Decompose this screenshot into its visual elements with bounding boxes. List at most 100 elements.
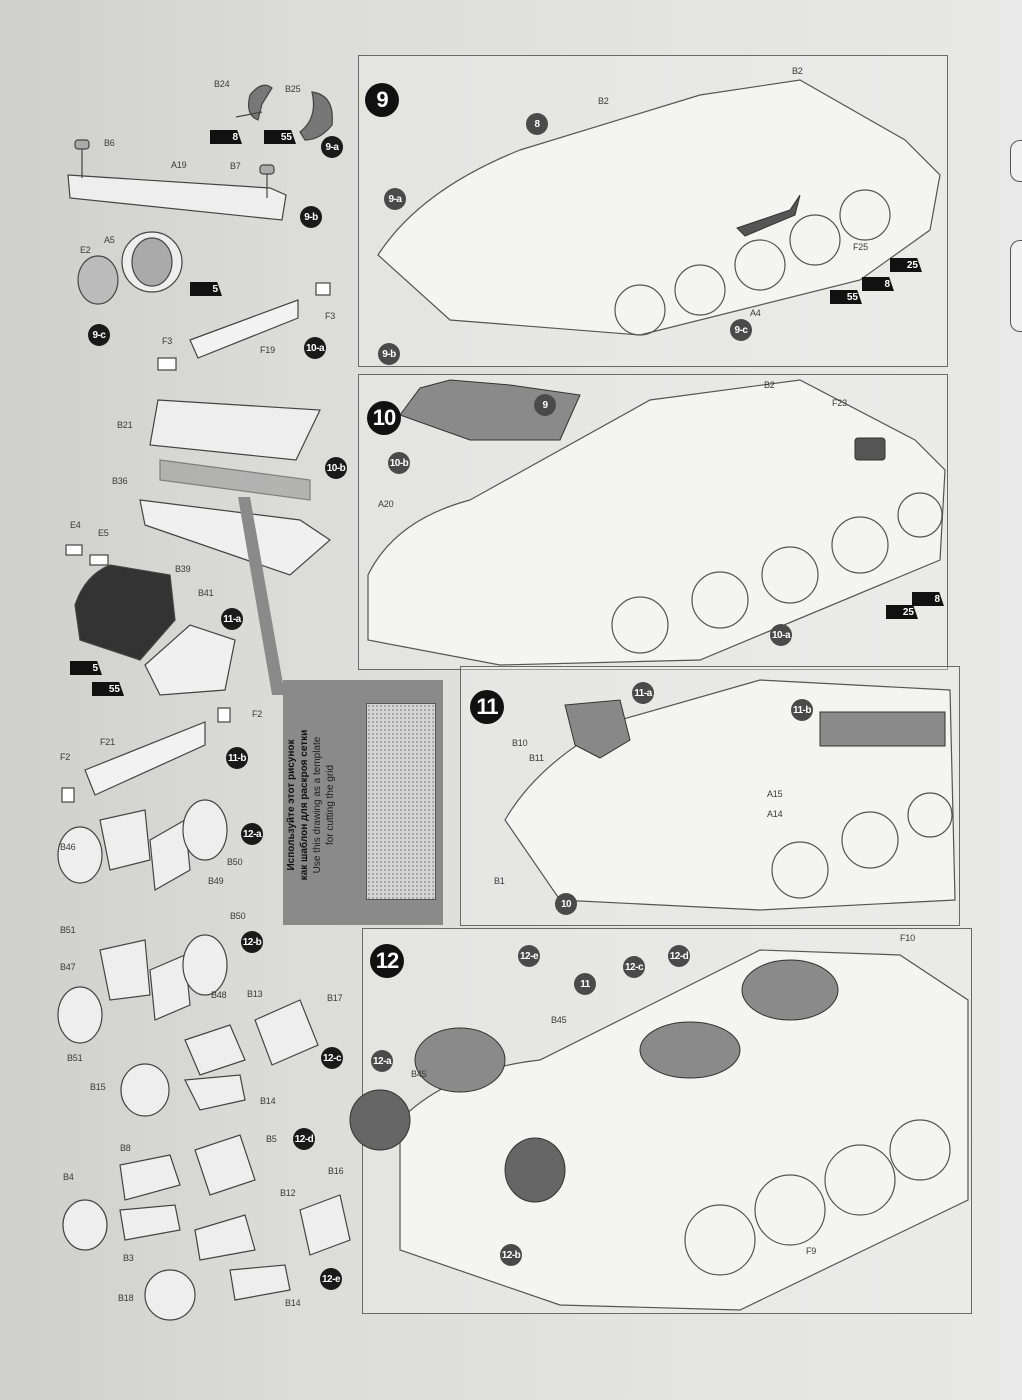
star-icon: ★ bbox=[256, 126, 273, 146]
paint-code: ★5 bbox=[70, 661, 102, 675]
template-note-en-2: for cutting the grid bbox=[325, 764, 336, 846]
part-label-f2: F2 bbox=[60, 752, 71, 762]
part-label-b24: B24 bbox=[214, 79, 230, 89]
part-label-b41: B41 bbox=[198, 588, 214, 598]
part-label-b2: B2 bbox=[598, 96, 609, 106]
part-label-f2: F2 bbox=[252, 709, 263, 719]
part-label-b1: B1 bbox=[494, 876, 505, 886]
subassembly-badge-12d: 12-d bbox=[293, 1128, 315, 1150]
ref-badge-11: 11 bbox=[574, 973, 596, 995]
part-label-b5: B5 bbox=[266, 1134, 277, 1144]
part-b36 bbox=[139, 499, 331, 576]
paint-code: ★25 bbox=[890, 258, 922, 272]
part-label-a4: A4 bbox=[750, 308, 761, 318]
part-a5 bbox=[131, 237, 173, 287]
next-page-edge-shape bbox=[1010, 240, 1022, 332]
subassembly-badge-9b: 9-b bbox=[300, 206, 322, 228]
part-b21 bbox=[149, 399, 321, 461]
subassembly-badge-11a: 11-a bbox=[221, 608, 243, 630]
paint-code: ★5 bbox=[190, 282, 222, 296]
part-label-b2: B2 bbox=[792, 66, 803, 76]
part-label-b14: B14 bbox=[285, 1298, 301, 1308]
part-label-a15: A15 bbox=[767, 789, 783, 799]
step-number-11: 11 bbox=[470, 690, 504, 724]
part-label-a19: A19 bbox=[171, 160, 187, 170]
part-label-b46: B46 bbox=[60, 842, 76, 852]
part-label-f10: F10 bbox=[900, 933, 915, 943]
ref-badge-9: 9 bbox=[534, 394, 556, 416]
part-label-b36: B36 bbox=[112, 476, 128, 486]
part-label-b2: B2 bbox=[764, 380, 775, 390]
part-label-b7: B7 bbox=[230, 161, 241, 171]
subassembly-badge-10a: 10-a bbox=[304, 337, 326, 359]
subassembly-badge-12c: 12-c bbox=[321, 1047, 343, 1069]
part-label-a14: A14 bbox=[767, 809, 783, 819]
part-b41 bbox=[144, 624, 236, 696]
subassembly-badge-9a: 9-a bbox=[321, 136, 343, 158]
star-icon: ★ bbox=[202, 126, 219, 146]
subassembly-badge-12b: 12-b bbox=[241, 931, 263, 953]
next-page-edge bbox=[1000, 0, 1022, 1400]
part-label-b17: B17 bbox=[327, 993, 343, 1003]
ref-badge-9a: 9-a bbox=[384, 188, 406, 210]
part-label-e4: E4 bbox=[70, 520, 81, 530]
grid-template-pattern bbox=[366, 703, 436, 900]
part-b46 bbox=[99, 809, 151, 871]
ref-badge-11a: 11-a bbox=[632, 682, 654, 704]
star-icon: ★ bbox=[854, 273, 871, 293]
ref-badge-12e: 12-e bbox=[518, 945, 540, 967]
part-label-b18: B18 bbox=[118, 1293, 134, 1303]
part-label-f3: F3 bbox=[325, 311, 336, 321]
part-b51 bbox=[57, 826, 103, 884]
part-label-b50: B50 bbox=[227, 857, 243, 867]
paint-code: ★8 bbox=[210, 130, 242, 144]
part-label-a20: A20 bbox=[378, 499, 394, 509]
ref-badge-10a: 10-a bbox=[770, 624, 792, 646]
part-b39 bbox=[74, 564, 176, 661]
part-label-f19: F19 bbox=[260, 345, 275, 355]
part-label-a5: A5 bbox=[104, 235, 115, 245]
subassembly-badge-11b: 11-b bbox=[226, 747, 248, 769]
part-label-b45: B45 bbox=[411, 1069, 427, 1079]
star-icon: ★ bbox=[182, 278, 199, 298]
part-label-b6: B6 bbox=[104, 138, 115, 148]
next-page-edge-shape bbox=[1010, 140, 1022, 182]
ref-badge-8: 8 bbox=[526, 113, 548, 135]
part-label-b3: B3 bbox=[123, 1253, 134, 1263]
subassembly-badge-12a: 12-a bbox=[241, 823, 263, 845]
star-icon: ★ bbox=[84, 678, 101, 698]
ref-badge-12a: 12-a bbox=[371, 1050, 393, 1072]
part-label-b47: B47 bbox=[60, 962, 76, 972]
star-icon: ★ bbox=[878, 601, 895, 621]
template-note: Используйте этот рисунок как шаблон для … bbox=[285, 685, 337, 925]
part-label-b8: B8 bbox=[120, 1143, 131, 1153]
paint-code: ★55 bbox=[92, 682, 124, 696]
subassembly-badge-12e: 12-e bbox=[320, 1268, 342, 1290]
part-f19 bbox=[189, 299, 299, 359]
part-label-b25: B25 bbox=[285, 84, 301, 94]
part-label-b49: B49 bbox=[208, 876, 224, 886]
ref-badge-9b: 9-b bbox=[378, 343, 400, 365]
ref-badge-11b: 11-b bbox=[791, 699, 813, 721]
part-label-b15: B15 bbox=[90, 1082, 106, 1092]
star-icon: ★ bbox=[822, 286, 839, 306]
paint-code: ★8 bbox=[912, 592, 944, 606]
template-note-ru-1: Используйте этот рисунок bbox=[286, 739, 297, 871]
ref-badge-12b: 12-b bbox=[500, 1244, 522, 1266]
paint-code: ★25 bbox=[886, 605, 918, 619]
star-icon: ★ bbox=[904, 588, 921, 608]
part-label-e2: E2 bbox=[80, 245, 91, 255]
ref-badge-9c: 9-c bbox=[730, 319, 752, 341]
part-f21 bbox=[84, 721, 206, 796]
step-number-10: 10 bbox=[367, 401, 401, 435]
part-label-f21: F21 bbox=[100, 737, 115, 747]
part-label-b21: B21 bbox=[117, 420, 133, 430]
paint-code: ★55 bbox=[830, 290, 862, 304]
part-label-b51: B51 bbox=[60, 925, 76, 935]
paint-code: ★55 bbox=[264, 130, 296, 144]
subassembly-badge-9c: 9-c bbox=[88, 324, 110, 346]
step-number-9: 9 bbox=[365, 83, 399, 117]
part-label-b50: B50 bbox=[230, 911, 246, 921]
part-label-f3: F3 bbox=[162, 336, 173, 346]
